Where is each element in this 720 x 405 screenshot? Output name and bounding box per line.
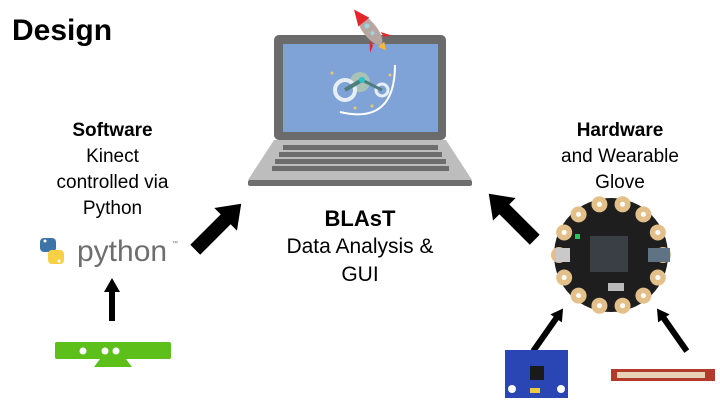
flora-board-icon — [551, 196, 671, 314]
arrow-flex-to-board — [656, 308, 690, 353]
center-line: Data Analysis & — [286, 235, 434, 258]
gears-icon — [330, 64, 396, 116]
solder-pad-hole — [655, 229, 661, 235]
software-line: Python — [82, 198, 143, 219]
solder-pad-hole — [640, 211, 646, 217]
software-heading: Software — [72, 120, 153, 141]
hardware-line: Glove — [595, 172, 645, 193]
solder-pad-hole — [596, 201, 602, 207]
solder-pad-hole — [576, 293, 582, 299]
solder-pad-hole — [620, 201, 626, 207]
python-logo-text: python — [77, 235, 167, 268]
center-label: BLAsT Data Analysis & GUI — [260, 205, 460, 289]
solder-pad-hole — [655, 275, 661, 281]
rocket-icon — [353, 9, 393, 53]
center-line: GUI — [341, 263, 379, 286]
arrow-hardware-to-laptop — [488, 193, 540, 245]
kinect-sensor-icon — [55, 342, 171, 367]
solder-pad-hole — [576, 211, 582, 217]
software-line: Kinect — [86, 146, 139, 167]
software-line: controlled via — [56, 172, 169, 193]
software-label: Software Kinect controlled via Python — [40, 118, 185, 222]
center-heading: BLAsT — [324, 206, 396, 231]
solder-pad-hole — [561, 275, 567, 281]
hardware-heading: Hardware — [576, 120, 664, 141]
laptop-icon — [248, 35, 472, 186]
hardware-line: and Wearable — [561, 146, 679, 167]
mpu6050-sensor-icon — [505, 350, 568, 398]
solder-pad-hole — [561, 229, 567, 235]
slide-title: Design — [12, 14, 113, 47]
arrow-kinect-to-python — [104, 278, 120, 321]
trademark-mark: ™ — [172, 240, 178, 247]
arrow-mpu-to-board — [530, 308, 564, 353]
flex-sensor-icon — [611, 369, 715, 381]
solder-pad-hole — [620, 303, 626, 309]
hardware-label: Hardware and Wearable Glove — [525, 118, 715, 196]
python-logo-icon — [40, 238, 64, 264]
solder-pad-hole — [640, 293, 646, 299]
solder-pad-hole — [596, 303, 602, 309]
arrow-software-to-laptop — [190, 203, 242, 255]
